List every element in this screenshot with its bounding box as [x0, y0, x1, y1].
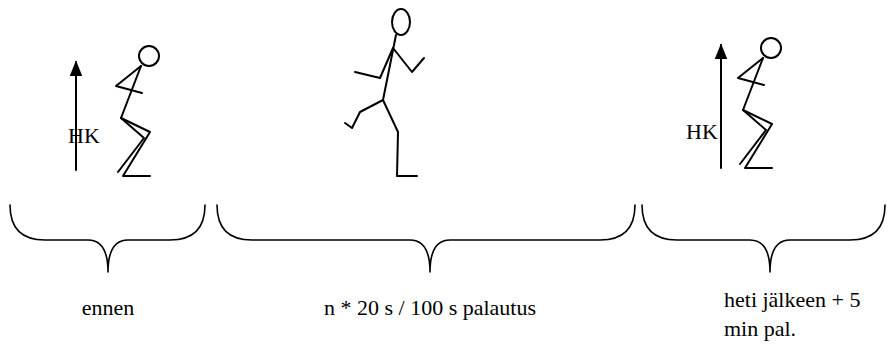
- brace: [10, 205, 205, 272]
- phase-label: ennen: [82, 294, 135, 323]
- up-arrow: [720, 45, 722, 168]
- brace: [642, 205, 885, 272]
- axis-label: HK: [68, 122, 100, 151]
- running-figure: [345, 9, 424, 176]
- axis-label: HK: [686, 118, 718, 147]
- squatting-figure: [738, 38, 781, 168]
- squatting-figure: [116, 46, 159, 176]
- up-arrow: [75, 62, 77, 170]
- phase-label: heti jälkeen + 5 min pal.: [724, 286, 884, 343]
- brace: [217, 205, 635, 272]
- phase-label: n * 20 s / 100 s palautus: [324, 294, 536, 323]
